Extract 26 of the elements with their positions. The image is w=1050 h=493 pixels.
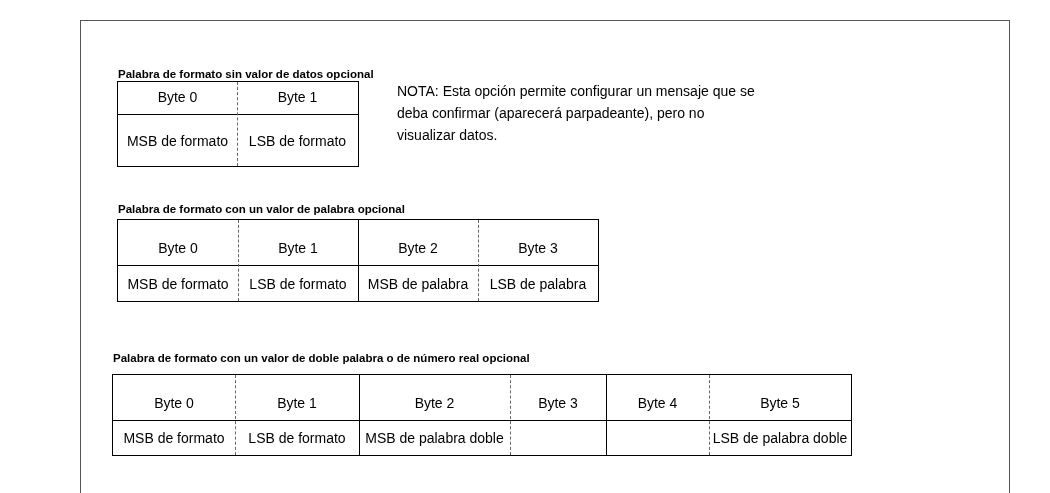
byte-label: Byte 2 <box>414 394 455 413</box>
field-label: LSB de palabra doble <box>712 430 848 447</box>
byte-label: Byte 3 <box>518 239 558 258</box>
field-label: LSB de palabra <box>489 275 587 293</box>
byte-label: Byte 5 <box>760 394 800 413</box>
byte-label: Byte 0 <box>157 88 198 107</box>
field-label: LSB de formato <box>249 275 347 293</box>
field-label: MSB de formato <box>127 275 229 293</box>
field-label: MSB de palabra doble <box>365 430 504 447</box>
byte-label: Byte 2 <box>398 239 438 258</box>
byte-label: Byte 1 <box>277 394 317 413</box>
byte-label: Byte 3 <box>538 394 578 413</box>
note-text: NOTA: Esta opción permite configurar un mensaje que se deba confirmar (aparecerá parpadeante), pero no visualizar datos. <box>397 82 756 145</box>
field-label: LSB de formato <box>248 132 347 150</box>
byte-label: Byte 4 <box>637 394 678 413</box>
field-label: MSB de formato <box>126 132 229 150</box>
byte-label: Byte 1 <box>277 88 318 107</box>
byte-label: Byte 0 <box>154 394 194 413</box>
table-title: Palabra de formato con un valor de doble palabra o de número real opcional <box>113 351 530 366</box>
field-label: LSB de formato <box>248 430 346 447</box>
field-label: MSB de formato <box>123 430 225 447</box>
byte-label: Byte 0 <box>158 239 198 258</box>
field-label: MSB de palabra <box>367 275 469 293</box>
table-title: Palabra de formato con un valor de palabra opcional <box>118 202 405 217</box>
table-title: Palabra de formato sin valor de datos opcional <box>118 67 374 82</box>
byte-label: Byte 1 <box>278 239 318 258</box>
